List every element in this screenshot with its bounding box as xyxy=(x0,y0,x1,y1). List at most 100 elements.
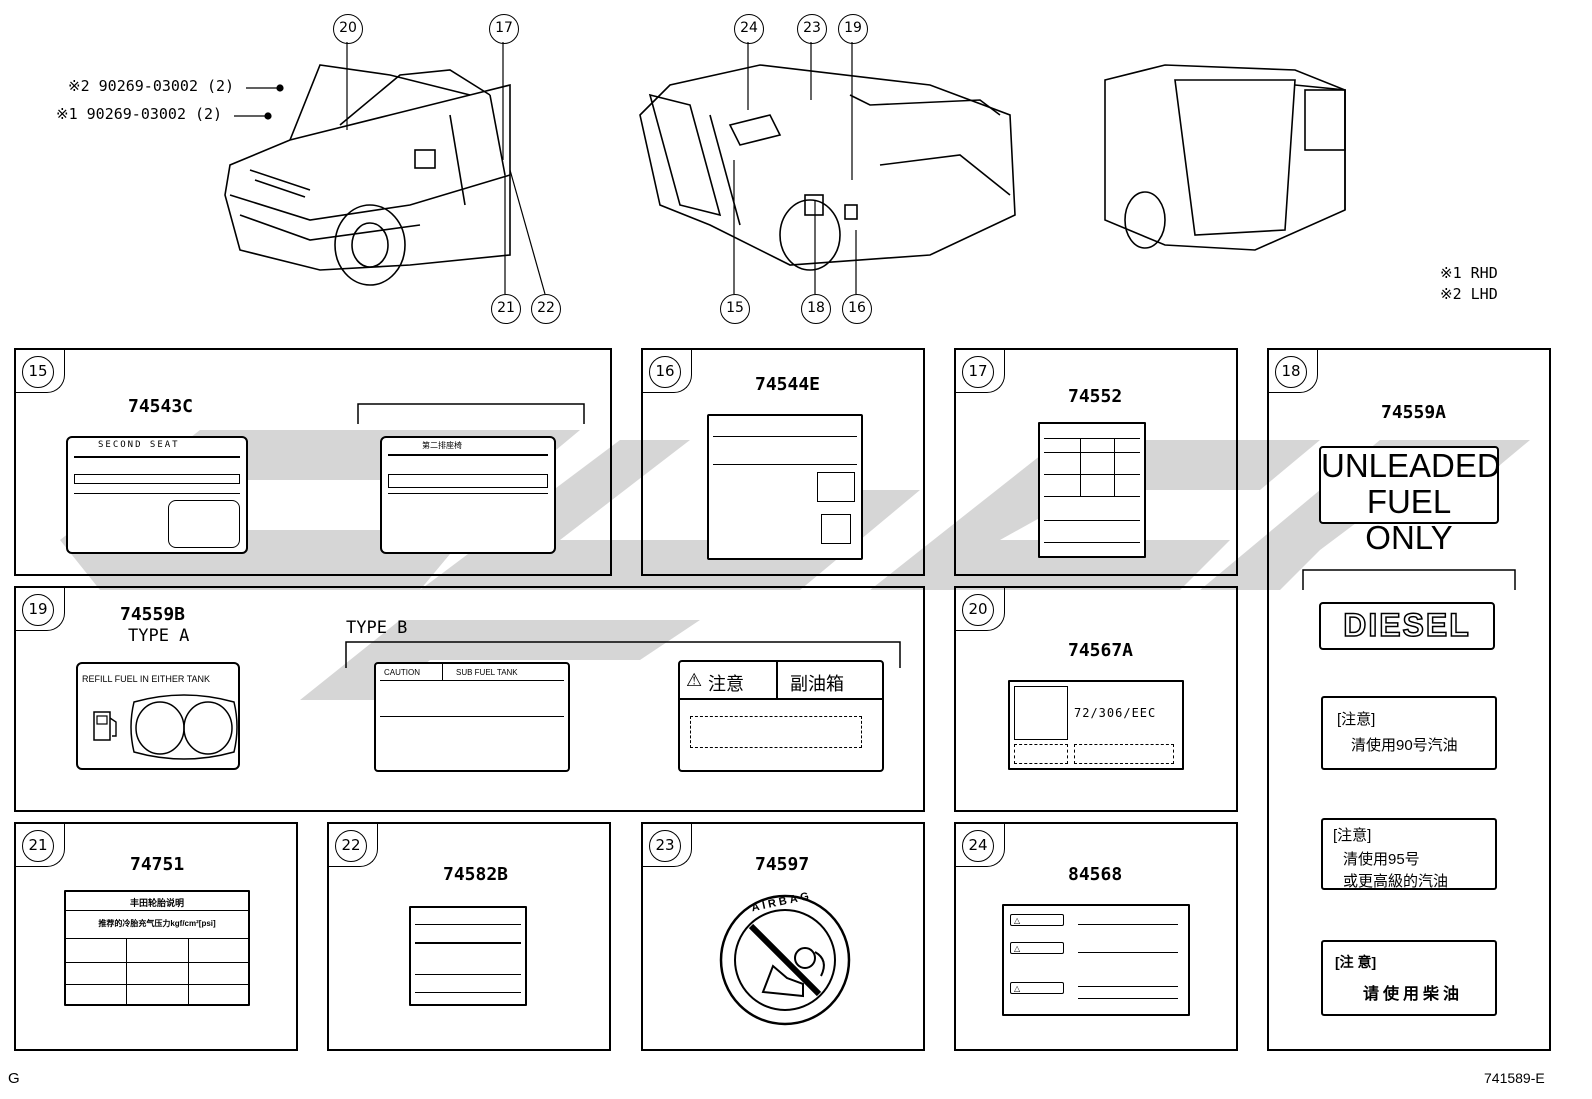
panel-tab xyxy=(956,824,1005,867)
callout-20: 20 xyxy=(333,14,363,44)
sub-fuel-tank-label-cn: ⚠ 注意 副油箱 xyxy=(678,660,884,772)
part-number: 74751 xyxy=(130,854,185,875)
cn-diesel-label: [注 意] 请使用柴油 xyxy=(1321,940,1497,1016)
note-lhd-bolt: ※2 90269-03002 (2) xyxy=(68,77,235,95)
seat-label-chinese: 第二排座椅 xyxy=(380,436,556,554)
cn-label-body: 或更高級的汽油 xyxy=(1343,873,1449,890)
panel-16: 16 74544E xyxy=(641,348,925,576)
warning-label xyxy=(707,414,863,560)
cn-label-body: 请使用柴油 xyxy=(1363,986,1464,1003)
sub-fuel-text: SUB FUEL TANK xyxy=(456,668,518,677)
panel-19: 19 74559B TYPE A TYPE B REFILL FUEL IN E… xyxy=(14,586,925,812)
legend-rhd: ※1 RHD xyxy=(1440,264,1498,282)
cn-label-head: [注意] xyxy=(1333,827,1372,844)
panel-tab xyxy=(956,588,1005,631)
panel-tab xyxy=(1269,350,1318,393)
part-number: 84568 xyxy=(1068,864,1123,885)
diesel-text: DIESEL xyxy=(1342,606,1471,644)
vehicle-front-view xyxy=(224,64,511,286)
bracket-line xyxy=(1302,569,1516,590)
note-rhd-bolt: ※1 90269-03002 (2) xyxy=(56,105,223,123)
panel-21: 21 74751 丰田轮胎说明 推荐的冷胎充气压力kgf/cm²[psi] xyxy=(14,822,298,1051)
sub-fuel-tank-label-en: CAUTION SUB FUEL TANK xyxy=(374,662,570,772)
panel-number: 19 xyxy=(22,594,54,626)
refill-fuel-label: REFILL FUEL IN EITHER TANK xyxy=(76,662,240,770)
warning-list-label: △ △ △ xyxy=(1002,904,1190,1016)
unleaded-line-2: FUEL ONLY xyxy=(1365,483,1453,556)
panel-number: 23 xyxy=(649,830,681,862)
unleaded-fuel-label: UNLEADED FUEL ONLY xyxy=(1319,446,1501,556)
part-number: 74543C xyxy=(128,396,194,417)
panel-number: 20 xyxy=(962,594,994,626)
panel-tab xyxy=(16,350,65,393)
panel-tab xyxy=(643,350,692,393)
cn-subtank-text: 副油箱 xyxy=(790,674,844,694)
vehicle-rear-view xyxy=(1104,64,1346,251)
callout-18: 18 xyxy=(801,294,831,324)
panel-17: 17 74552 xyxy=(954,348,1238,576)
twin-tank-icon xyxy=(130,694,238,760)
refill-text: REFILL FUEL IN EITHER TANK xyxy=(82,674,211,684)
diesel-label: DIESEL xyxy=(1319,602,1495,650)
eec-label: 72/306/EEC xyxy=(1008,680,1184,770)
part-number: 74552 xyxy=(1068,386,1123,407)
blank-label xyxy=(409,906,527,1006)
part-number: 74567A xyxy=(1068,640,1134,661)
part-number: 74544E xyxy=(755,374,821,395)
panel-number: 21 xyxy=(22,830,54,862)
panel-number: 17 xyxy=(962,356,994,388)
panel-tab xyxy=(329,824,378,867)
bracket-line xyxy=(357,403,585,424)
panel-24: 24 84568 △ △ △ xyxy=(954,822,1238,1051)
caution-text: CAUTION xyxy=(384,668,420,677)
tire-title-cn: 丰田轮胎说明 xyxy=(129,898,184,908)
part-number: 74559A xyxy=(1381,402,1447,423)
panel-number: 24 xyxy=(962,830,994,862)
seat-label-title-cn: 第二排座椅 xyxy=(422,441,462,450)
part-number: 74582B xyxy=(443,864,509,885)
callout-24: 24 xyxy=(734,14,764,44)
cn-label-body: 清使用95号 xyxy=(1343,851,1420,868)
footer-left-code: G xyxy=(8,1070,20,1087)
tire-pressure-label-cn: 丰田轮胎说明 推荐的冷胎充气压力kgf/cm²[psi] xyxy=(64,890,250,1006)
panel-22: 22 74582B xyxy=(327,822,611,1051)
fuel-pump-icon xyxy=(93,711,117,741)
bracket-line xyxy=(345,641,901,668)
cn-fuel-label-90: [注意] 清使用90号汽油 xyxy=(1321,696,1497,770)
cn-label-head: [注意] xyxy=(1337,711,1376,728)
callout-21: 21 xyxy=(491,294,521,324)
panel-tab xyxy=(16,824,65,867)
warning-triangle-icon: ⚠ xyxy=(686,670,703,690)
vehicle-side-open-view xyxy=(639,64,1016,271)
unleaded-line-1: UNLEADED xyxy=(1321,447,1501,484)
tire-subtitle-cn: 推荐的冷胎充气压力kgf/cm²[psi] xyxy=(98,919,216,928)
panel-tab xyxy=(643,824,692,867)
tire-info-label xyxy=(1038,422,1146,558)
type-a-label: TYPE A xyxy=(128,626,190,646)
panel-15: 15 74543C SECOND SEAT 第二排座椅 xyxy=(14,348,612,576)
type-b-label: TYPE B xyxy=(346,618,408,638)
panel-tab xyxy=(956,350,1005,393)
callout-19: 19 xyxy=(838,14,868,44)
cn-caution-text: 注意 xyxy=(708,674,744,694)
callout-22: 22 xyxy=(531,294,561,324)
callout-17: 17 xyxy=(489,14,519,44)
panel-20: 20 74567A 72/306/EEC xyxy=(954,586,1238,812)
panel-number: 18 xyxy=(1275,356,1307,388)
seat-label-title: SECOND SEAT xyxy=(98,440,180,450)
footer-figure-id: 741589-E xyxy=(1484,1070,1545,1086)
cn-fuel-label-95: [注意] 清使用95号 或更高級的汽油 xyxy=(1321,818,1497,890)
airbag-warning-icon xyxy=(719,894,851,1026)
panel-number: 22 xyxy=(335,830,367,862)
callout-leaders xyxy=(346,42,857,295)
seat-label-english: SECOND SEAT xyxy=(66,436,248,554)
panel-23: 23 74597 AIRBAG xyxy=(641,822,925,1051)
eec-text: 72/306/EEC xyxy=(1074,706,1157,720)
panel-18: 18 74559A UNLEADED FUEL ONLY DIESEL [注意]… xyxy=(1267,348,1551,1051)
part-number: 74597 xyxy=(755,854,810,875)
callout-23: 23 xyxy=(797,14,827,44)
bolt-leader-lines xyxy=(234,84,284,120)
legend-lhd: ※2 LHD xyxy=(1440,285,1498,303)
panel-number: 16 xyxy=(649,356,681,388)
cn-label-head: [注 意] xyxy=(1335,954,1377,970)
